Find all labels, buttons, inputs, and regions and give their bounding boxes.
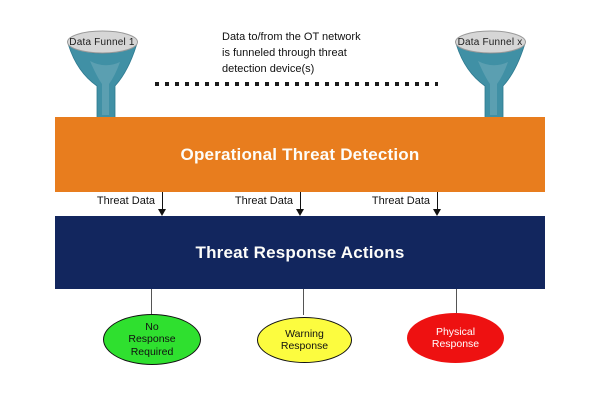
- detection-bar-title: Operational Threat Detection: [180, 144, 420, 164]
- outcome-no-response: No Response Required: [103, 314, 201, 365]
- arrow-down-icon: [433, 209, 441, 216]
- response-bar-title: Threat Response Actions: [195, 242, 405, 262]
- outcome-physical-response-label: Physical Response: [431, 325, 480, 351]
- funnel-right-label: Data Funnel x: [457, 37, 523, 48]
- threat-data-arrow-1: [158, 192, 167, 216]
- outcome-warning-response-label: Warning Response: [280, 327, 329, 353]
- arrow-shaft: [162, 192, 163, 210]
- threat-data-label-1: Threat Data: [96, 195, 155, 207]
- threat-data-label-2: Threat Data: [234, 195, 293, 207]
- arrow-down-icon: [158, 209, 166, 216]
- dotted-connector-line: [155, 82, 438, 86]
- threat-response-actions-bar: Threat Response Actions: [55, 216, 545, 289]
- connector-line-2: [303, 289, 304, 315]
- outcome-physical-response: Physical Response: [407, 313, 504, 363]
- connector-line-3: [456, 289, 457, 315]
- outcome-warning-response: Warning Response: [257, 317, 352, 363]
- arrow-shaft: [437, 192, 438, 210]
- arrow-down-icon: [296, 209, 304, 216]
- connector-line-1: [151, 289, 152, 315]
- outcome-no-response-label: No Response Required: [128, 320, 176, 358]
- funnel-highlight: [478, 61, 508, 115]
- funnel-mouth: [455, 30, 526, 54]
- threat-data-arrow-3: [433, 192, 442, 216]
- threat-data-label-3: Threat Data: [371, 195, 430, 207]
- network-note-text: Data to/from the OT network is funneled …: [222, 31, 361, 75]
- funnel-highlight: [90, 61, 120, 115]
- data-funnel-left-icon: [67, 30, 138, 118]
- funnel-mouth: [67, 30, 138, 54]
- threat-data-arrow-2: [296, 192, 305, 216]
- operational-threat-detection-bar: Operational Threat Detection: [55, 117, 545, 192]
- data-funnel-right-icon: [455, 30, 526, 118]
- funnel-left-label: Data Funnel 1: [69, 37, 135, 48]
- arrow-shaft: [300, 192, 301, 210]
